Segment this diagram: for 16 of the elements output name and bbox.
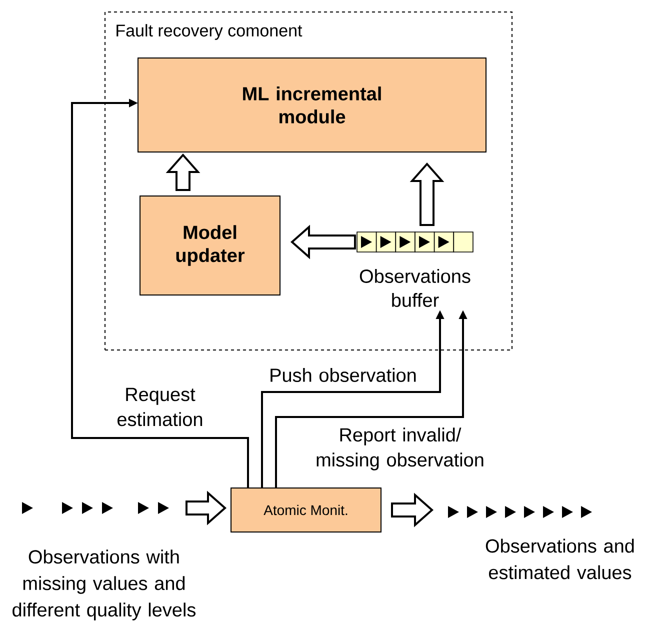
node-label: Observations buffer [360, 269, 470, 307]
block-arrow [290, 224, 356, 260]
buffer-drawing: Observations buffer [356, 232, 474, 307]
block-arrow [410, 162, 444, 226]
caption-text: Observations and estimated values [486, 538, 634, 580]
block-arrow [391, 492, 434, 528]
caption-text: Observations with missing values and different quality levels [12, 550, 196, 620]
process-box: Atomic Monit. [230, 488, 382, 532]
edge-label: Report invalid/ missing observation [316, 428, 484, 470]
edge-label: Request estimation [118, 388, 202, 426]
arrow [71, 98, 249, 488]
block-arrow [166, 153, 200, 191]
edge-label: Push observation [270, 368, 416, 382]
process-box: ML incremental module [138, 58, 486, 152]
process-box: Model updater [140, 196, 280, 296]
block-arrow [186, 490, 227, 526]
